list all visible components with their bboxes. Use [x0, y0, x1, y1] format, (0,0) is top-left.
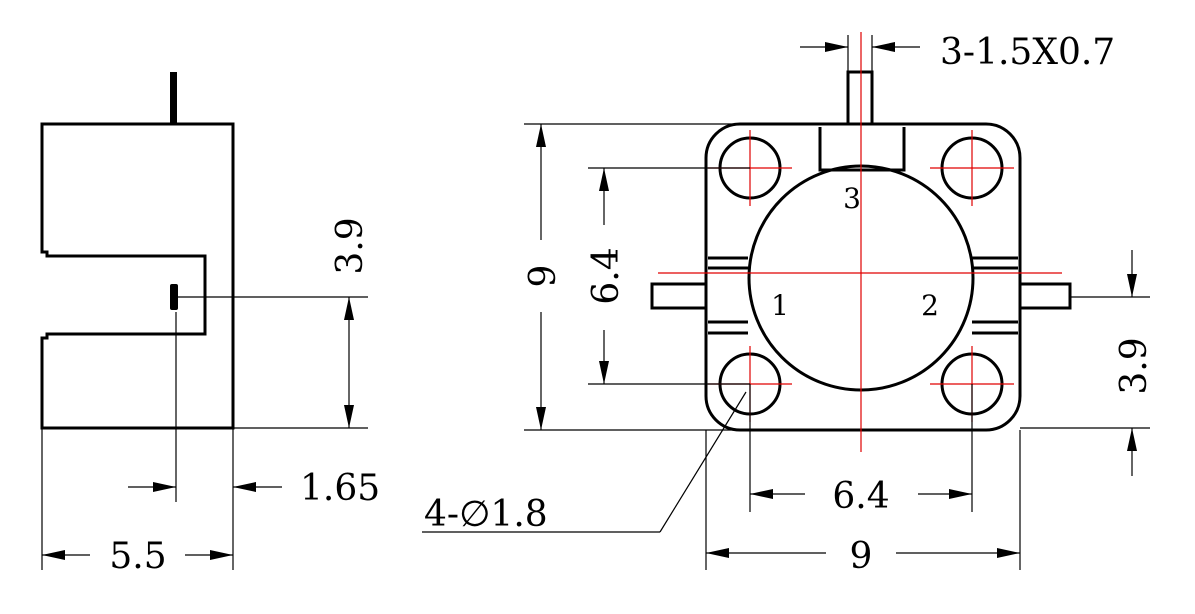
port-label-1: 1 [771, 289, 789, 322]
port-1-tab [708, 256, 748, 335]
dim-port-size: 3-1.5X0.7 [940, 32, 1115, 73]
port-3-pin [846, 70, 874, 126]
dim-front-height: 9 [523, 265, 564, 288]
dim-side-offset: 1.65 [300, 468, 380, 509]
dim-front-width: 9 [850, 536, 873, 577]
side-pin [170, 72, 177, 124]
port-2-pin [1018, 282, 1072, 310]
dim-port-height: 3.9 [1114, 337, 1155, 394]
dim-side-height: 3.9 [330, 217, 371, 274]
port-3-tab [818, 127, 906, 172]
side-body-outline [40, 122, 235, 430]
dim-hole-pitch-vertical: 6.4 [586, 247, 627, 304]
port-label-2: 2 [921, 289, 939, 322]
dim-hole-pitch-horizontal: 6.4 [832, 476, 889, 517]
port-label-3: 3 [843, 182, 861, 215]
side-port-marker [170, 284, 178, 310]
side-view: 3.9 1.65 5.5 [40, 72, 380, 577]
dim-hole-note: 4-∅1.8 [424, 494, 548, 535]
front-body-outline [704, 122, 1022, 432]
dim-side-width: 5.5 [109, 536, 166, 577]
front-view: 3 1 2 3-1.5X0.7 9 6.4 3.9 [422, 32, 1155, 577]
port-1-pin [650, 282, 708, 310]
port-2-tab [972, 256, 1018, 335]
